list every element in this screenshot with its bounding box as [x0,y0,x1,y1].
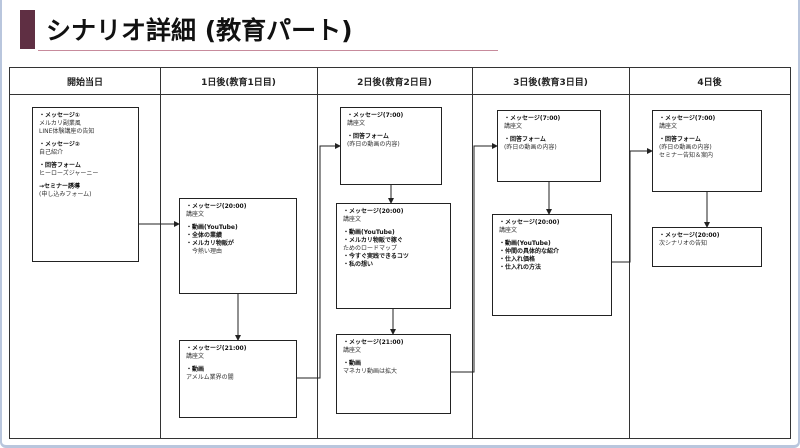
column-header-day2: 2日後(教育2日目) [317,68,472,95]
box-day1-video: ・メッセージ(20:00)講座文・動画(YouTube)・全体の業績・メルカリ物… [179,198,297,294]
box-text-line: 講座文 [499,227,518,234]
title-underline [38,50,498,51]
box-text-line: ・メッセージ(20:00) [659,232,720,239]
column-header-day3: 3日後(教育3日目) [472,68,629,95]
box-text-line: (昨日の動画の内容) [347,141,400,148]
column-header-day4: 4日後 [629,68,790,95]
box-text-line: ・メッセージ(21:00) [343,339,404,346]
box-text-line: 講座文 [343,216,362,223]
box-text-line: ・メルカリ物販が [186,240,234,247]
box-text-line: ・動画(YouTube) [186,224,238,231]
box-text-line: 講座文 [186,353,205,360]
box-text-line: ・メッセージ(7:00) [504,115,561,122]
column-divider [317,68,318,438]
box-text-line: 講座文 [504,123,523,130]
box-text-line: セミナー告知＆案内 [659,152,714,159]
box-day4-notice: ・メッセージ(20:00)次シナリオの告知 [652,227,762,267]
box-day2-evening: ・メッセージ(21:00)講座文・動画マネカリ動画は拡大 [336,334,451,414]
box-text-line: 講座文 [343,347,362,354]
box-text-line: ・仲間の具体的な紹介 [499,248,560,255]
box-text-line: ・今すぐ実践できるコツ [343,253,409,260]
column-divider [160,68,161,438]
box-text-line: →セミナー誘導 [39,183,81,190]
column-header-day1: 1日後(教育1日目) [160,68,317,95]
box-text-line: ヒーローズジャーニー [39,170,99,177]
box-text-line: メルカリ副業風 [39,120,81,127]
box-text-line: アメルム業界の闇 [186,374,234,381]
box-text-line: ・回答フォーム [504,136,546,143]
box-text-line: ・メッセージ② [39,141,80,148]
box-text-line: 自己紹介 [39,149,64,156]
box-text-line: ・仕入れ価格 [499,256,536,263]
box-day2-video: ・メッセージ(20:00)講座文・動画(YouTube)・メルカリ物販で稼ぐため… [336,203,451,309]
box-text-line: ・回答フォーム [347,133,389,140]
page-title: シナリオ詳細 (教育パート) [46,16,353,45]
box-text-line: (昨日の動画の内容) [504,144,557,151]
column-header-day0: 開始当日 [10,68,160,95]
box-text-line: ・メッセージ(21:00) [186,345,247,352]
box-text-line: ・回答フォーム [39,162,81,169]
box-text-line: 次シナリオの告知 [659,240,708,247]
box-text-line: LINE体験講座の告知 [39,128,95,135]
box-text-line: ・メルカリ物販で稼ぐ [343,237,403,244]
box-day3-form: ・メッセージ(7:00)講座文・回答フォーム(昨日の動画の内容) [497,110,601,182]
box-text-line: (申し込みフォーム) [39,191,92,198]
box-text-line: ・メッセージ① [39,112,80,119]
box-day4-form: ・メッセージ(7:00)講座文・回答フォーム(昨日の動画の内容)セミナー告知＆案… [652,110,762,192]
box-text-line: 講座文 [347,120,366,127]
column-divider [472,68,473,438]
box-text-line: ・仕入れの方法 [499,264,542,271]
box-day1-evening: ・メッセージ(21:00)講座文・動画アメルム業界の闇 [179,340,297,418]
box-text-line: マネカリ動画は拡大 [343,368,398,375]
box-text-line: 講座文 [659,123,678,130]
box-text-line: 講座文 [186,211,205,218]
box-text-line: 今熱い理由 [186,248,223,255]
box-text-line: ・メッセージ(20:00) [186,203,247,210]
box-text-line: ・全体の業績 [186,232,223,239]
box-day3-video: ・メッセージ(20:00)講座文・動画(YouTube)・仲間の具体的な紹介・仕… [492,214,612,316]
box-text-line: ・動画(YouTube) [343,229,395,236]
box-text-line: ためのロードマップ [343,245,398,252]
box-text-line: ・動画 [186,366,205,373]
box-text-line: ・回答フォーム [659,136,701,143]
box-text-line: ・メッセージ(20:00) [343,208,404,215]
title-accent-bar [20,10,35,49]
box-text-line: ・動画(YouTube) [499,240,551,247]
column-divider [629,68,630,438]
box-text-line: ・動画 [343,360,362,367]
box-day2-form: ・メッセージ(7:00)講座文・回答フォーム(昨日の動画の内容) [340,107,442,185]
box-text-line: ・メッセージ(20:00) [499,219,560,226]
box-text-line: ・メッセージ(7:00) [659,115,716,122]
box-text-line: ・私の想い [343,261,374,268]
box-text-line: ・メッセージ(7:00) [347,112,404,119]
box-text-line: (昨日の動画の内容) [659,144,712,151]
